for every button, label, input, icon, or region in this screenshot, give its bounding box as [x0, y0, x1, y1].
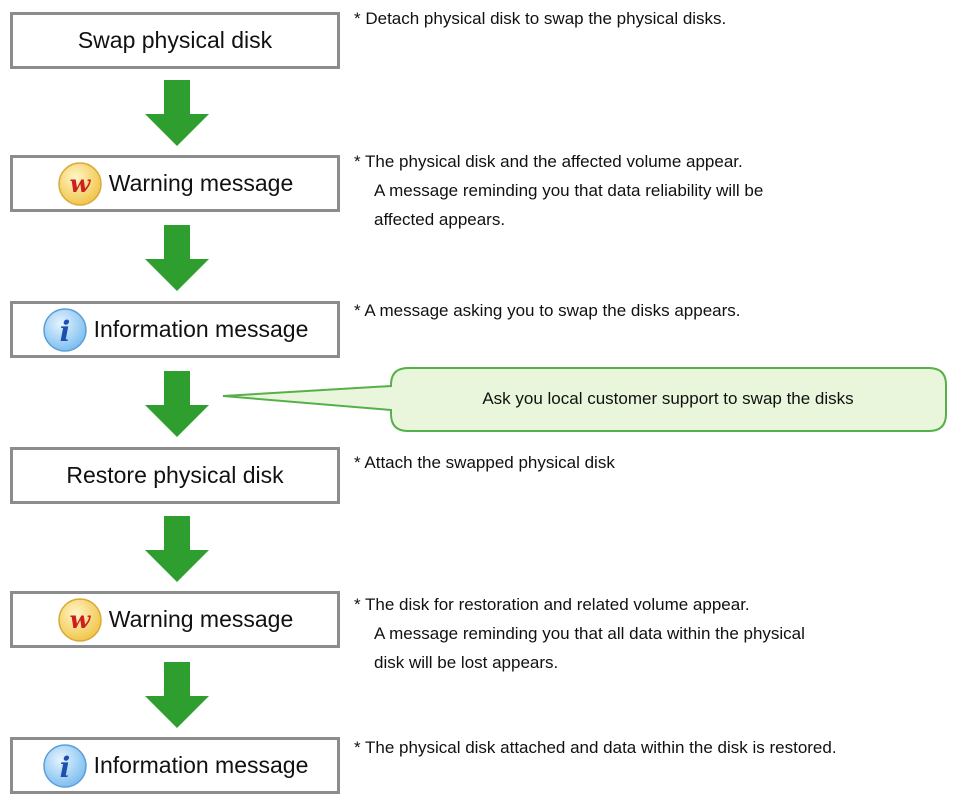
svg-text:i: i	[59, 315, 70, 348]
step-label: Information message	[93, 316, 309, 342]
down-arrow-icon	[145, 662, 209, 728]
step-label: Swap physical disk	[77, 27, 273, 53]
warning-icon: w	[57, 161, 102, 206]
note-warning-1: * The physical disk and the affected vol…	[354, 147, 763, 234]
step-label: Information message	[93, 752, 309, 778]
warning-icon: w	[57, 597, 102, 642]
step-warning-message-2: w Warning message	[10, 591, 340, 648]
step-information-message-1: i Information message	[10, 301, 340, 358]
svg-text:i: i	[59, 751, 70, 784]
svg-text:w: w	[69, 169, 91, 198]
note-warning-2: * The disk for restoration and related v…	[354, 590, 805, 677]
note-information-2: * The physical disk attached and data wi…	[354, 733, 837, 762]
callout-text: Ask you local customer support to swap t…	[482, 389, 854, 408]
step-swap-physical-disk: Swap physical disk	[10, 12, 340, 69]
svg-text:w: w	[69, 605, 91, 634]
note-line: * Attach the swapped physical disk	[354, 453, 615, 472]
note-line: affected appears.	[374, 210, 506, 229]
step-information-message-2: i Information message	[10, 737, 340, 794]
info-icon: i	[42, 307, 87, 352]
note-information-1: * A message asking you to swap the disks…	[354, 296, 741, 325]
step-label: Warning message	[108, 170, 294, 196]
note-swap: * Detach physical disk to swap the physi…	[354, 4, 726, 33]
note-line: * The physical disk and the affected vol…	[354, 152, 743, 171]
note-line: * The disk for restoration and related v…	[354, 595, 750, 614]
note-line: * Detach physical disk to swap the physi…	[354, 9, 727, 28]
step-label: Restore physical disk	[66, 462, 284, 488]
note-line: A message reminding you that data reliab…	[374, 181, 764, 200]
info-icon: i	[42, 743, 87, 788]
note-line: disk will be lost appears.	[374, 653, 559, 672]
step-restore-physical-disk: Restore physical disk	[10, 447, 340, 504]
note-line: * A message asking you to swap the disks…	[354, 301, 741, 320]
down-arrow-icon	[145, 225, 209, 291]
note-line: A message reminding you that all data wi…	[374, 624, 805, 643]
down-arrow-icon	[145, 371, 209, 437]
down-arrow-icon	[145, 80, 209, 146]
step-warning-message-1: w Warning message	[10, 155, 340, 212]
step-label: Warning message	[108, 606, 294, 632]
down-arrow-icon	[145, 516, 209, 582]
note-restore: * Attach the swapped physical disk	[354, 448, 615, 477]
note-line: * The physical disk attached and data wi…	[354, 738, 837, 757]
